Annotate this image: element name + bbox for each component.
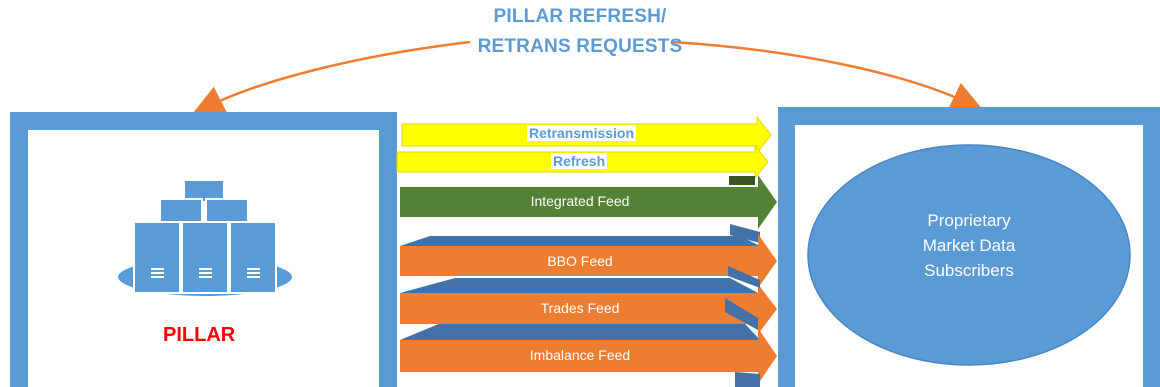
- integrated-feed-tab: [729, 176, 755, 185]
- retransmission-label: Retransmission: [527, 125, 637, 141]
- trades-feed-arrow: [400, 284, 777, 334]
- subscribers-line3: Subscribers: [924, 261, 1014, 280]
- imbalance-bevel: [735, 372, 760, 387]
- subscribers-box: [778, 107, 1160, 387]
- trades-bevel: [725, 298, 758, 330]
- refresh-label: Refresh: [551, 153, 608, 169]
- header-line2: RETRANS REQUESTS: [477, 36, 683, 57]
- request-curve-right: [671, 40, 984, 111]
- trades-top-face: [400, 278, 758, 293]
- server-cluster-icon: [116, 179, 294, 298]
- bbo-top-face: [400, 236, 760, 246]
- subscribers-label: Proprietary Market Data Subscribers: [869, 208, 1069, 283]
- trades-feed-label: Trades Feed: [540, 300, 620, 316]
- integrated-bottom-tab: [730, 224, 760, 243]
- bbo-feed-label: BBO Feed: [547, 253, 613, 269]
- imbalance-feed-label: Imbalance Feed: [529, 347, 631, 363]
- bbo-bevel: [728, 266, 760, 288]
- subscribers-line2: Market Data: [922, 236, 1016, 255]
- subscribers-line1: Proprietary: [927, 211, 1011, 230]
- request-curve-left: [191, 40, 471, 115]
- integrated-feed-label: Integrated Feed: [530, 193, 630, 209]
- integrated-feed-arrow: [400, 175, 777, 229]
- header-line1: PILLAR REFRESH/: [493, 6, 667, 27]
- pillar-label: PILLAR: [163, 324, 236, 346]
- bbo-feed-arrow: [400, 234, 777, 288]
- imbalance-feed-arrow: [400, 328, 777, 384]
